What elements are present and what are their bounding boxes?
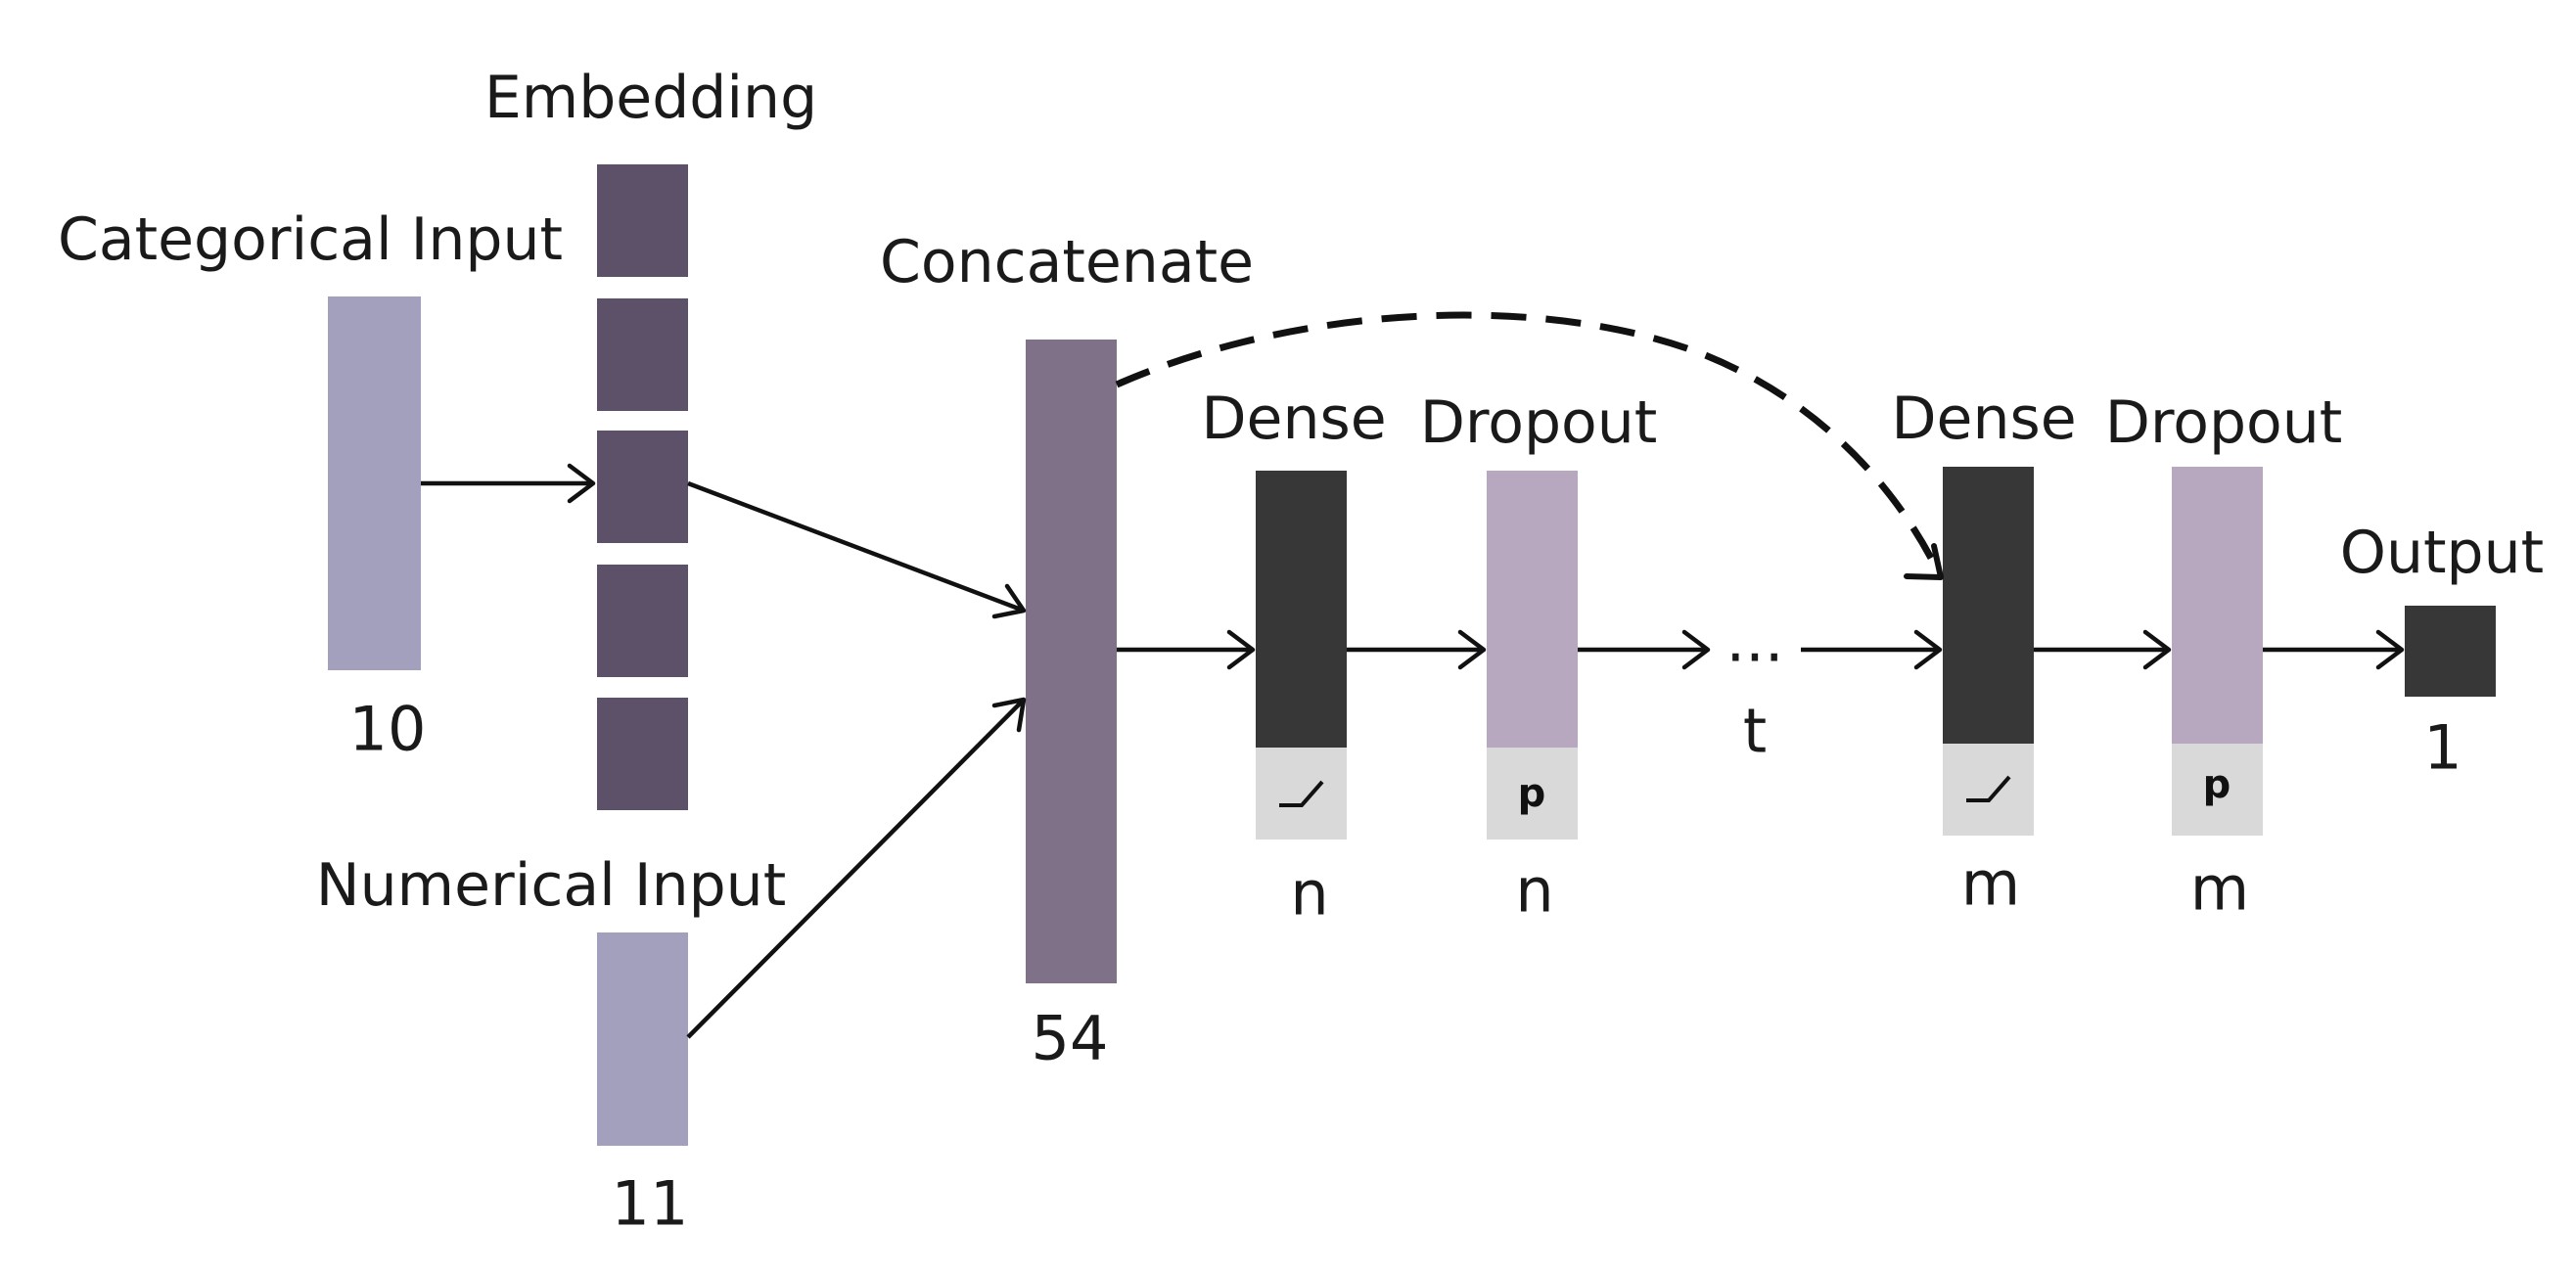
arrowhead (2142, 629, 2172, 670)
concatenate-block (1026, 340, 1117, 983)
relu-icon (1966, 775, 2011, 802)
dense-2-activation-box (1943, 744, 2034, 836)
dropout-1-rate-badge: p (1518, 771, 1546, 816)
arrowhead (1681, 629, 1711, 670)
arrowhead (991, 583, 1027, 619)
concatenate-dim: 54 (1032, 1003, 1109, 1074)
dense-1-dim: n (1290, 858, 1328, 930)
arrowhead (2375, 629, 2405, 670)
dense-1-activation-box (1256, 748, 1347, 840)
connector-embedding-concatenate (687, 480, 1025, 613)
embedding-title: Embedding (484, 64, 817, 132)
arrowhead (1226, 629, 1256, 670)
dropout-1-rate-box (1487, 748, 1578, 840)
embedding-block (597, 431, 688, 543)
dense-2-title: Dense (1891, 385, 2076, 453)
dense-1-block (1256, 471, 1347, 748)
concatenate-title: Concatenate (880, 228, 1254, 296)
dropout-2-rate-box (2172, 744, 2263, 836)
dense-2-block (1943, 467, 2034, 744)
embedding-block (597, 698, 688, 810)
arrowhead (567, 463, 596, 504)
arrowhead (1457, 629, 1487, 670)
dropout-2-block (2172, 467, 2263, 744)
connector-numerical-concatenate (686, 698, 1026, 1039)
numerical-input-title: Numerical Input (316, 851, 786, 920)
arrowhead (991, 697, 1027, 733)
dropout-2-title: Dropout (2105, 388, 2343, 457)
embedding-block (597, 565, 688, 677)
categorical-input-title: Categorical Input (58, 205, 563, 274)
dropout-1-block (1487, 471, 1578, 748)
numerical-input-block (597, 932, 688, 1146)
dense-2-dim: m (1961, 848, 2020, 920)
skip-connection (1115, 311, 1945, 579)
arrowhead (1904, 543, 1944, 580)
dropout-2-rate-badge: p (2203, 762, 2231, 807)
output-title: Output (2340, 519, 2544, 587)
dropout-1-title: Dropout (1420, 388, 1658, 457)
output-dim: 1 (2423, 712, 2461, 784)
categorical-input-block (328, 296, 421, 670)
dropout-1-dim: n (1515, 855, 1553, 927)
categorical-dim: 10 (349, 694, 427, 765)
repeat-dim: t (1743, 696, 1767, 767)
ellipsis-label: ... (1725, 605, 1783, 676)
dense-1-title: Dense (1201, 385, 1386, 453)
relu-icon (1279, 780, 1324, 807)
embedding-block (597, 164, 688, 277)
arrowhead (1913, 629, 1943, 670)
dropout-2-dim: m (2190, 853, 2249, 925)
numerical-dim: 11 (612, 1168, 689, 1240)
embedding-block (597, 298, 688, 411)
output-block (2405, 606, 2496, 697)
